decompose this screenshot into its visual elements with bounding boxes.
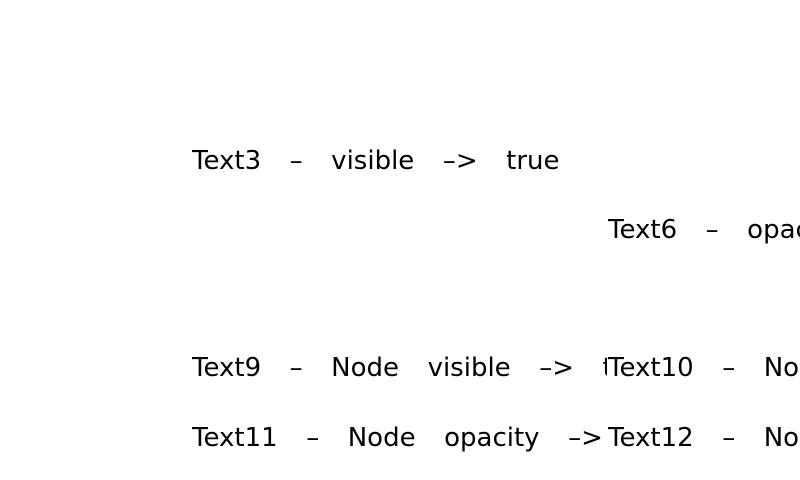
text6-label: Text6 – opacity [608, 215, 800, 245]
text11-label: Text11 – Node opacity –> 0 [192, 423, 607, 453]
text3-label: Text3 – visible –> true [192, 146, 560, 176]
text10-label: Text10 – Node [608, 353, 800, 383]
text12-label: Text12 – Node [608, 423, 800, 453]
text9-label: Text9 – Node visible –> true [192, 353, 607, 383]
